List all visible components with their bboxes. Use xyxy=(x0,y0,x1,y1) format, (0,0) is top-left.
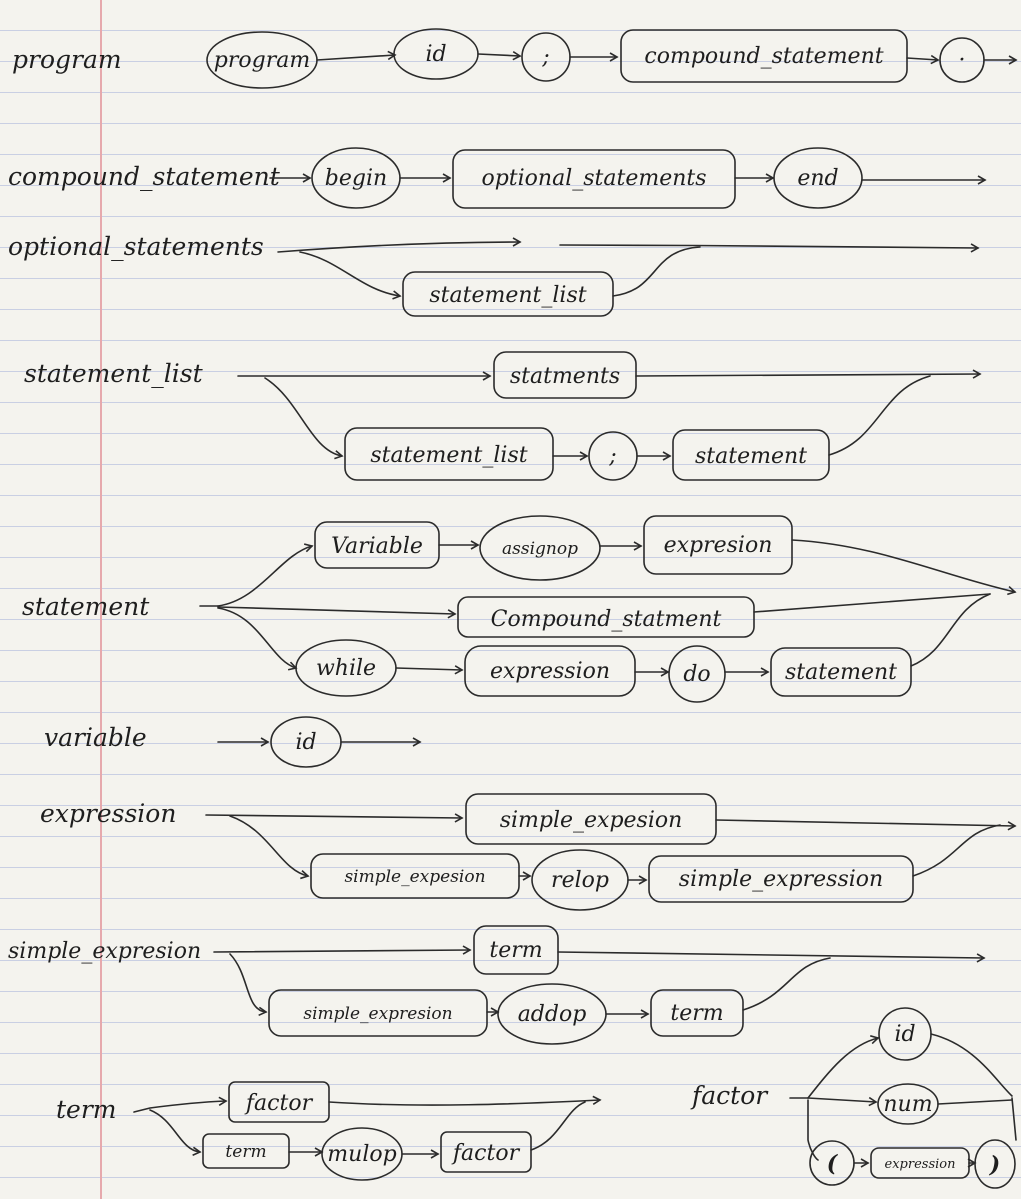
compound-begin-label: begin xyxy=(325,166,387,191)
simple-expression-term2-node xyxy=(650,989,744,1037)
variable-id-label: id xyxy=(295,730,316,755)
statement-while-label: while xyxy=(316,656,376,681)
statement-assignop-label: assignop xyxy=(502,539,578,559)
statement-list-statments-node xyxy=(493,351,637,399)
statement-while-expression-node xyxy=(464,645,636,697)
statement-while-statement-label: statement xyxy=(785,660,897,685)
term-factor2-node xyxy=(440,1131,532,1173)
expression-relop-label: relop xyxy=(551,868,609,893)
term-term-label: term xyxy=(225,1142,266,1162)
simple-expression-term-node xyxy=(473,925,559,975)
statement-do-node xyxy=(668,645,726,703)
statement-list-statments-label: statments xyxy=(510,364,620,389)
simple-expression-term2-label: term xyxy=(670,1001,723,1026)
factor-num-label: num xyxy=(883,1092,932,1117)
program-compound-label: compound_statement xyxy=(644,44,883,69)
program-semicolon-label: ; xyxy=(541,45,549,70)
expression-simple-right-node xyxy=(648,855,914,903)
expression-simple-right-label: simple_expression xyxy=(679,867,883,892)
expression-simple-left-label: simple_expesion xyxy=(344,867,485,887)
statement-list-semicolon-label: ; xyxy=(608,444,616,469)
rule-label-term: term xyxy=(56,1095,117,1124)
statement-while-statement-node xyxy=(770,647,912,697)
statement-list-recursive-label: statement_list xyxy=(370,443,527,468)
simple-expression-addop-label: addop xyxy=(518,1002,587,1027)
optional-statement-list-node xyxy=(402,271,614,317)
rule-label-optional-statements: optional_statements xyxy=(8,232,264,261)
rule-label-factor: factor xyxy=(690,1081,769,1110)
statement-list-statement-label: statement xyxy=(695,444,807,469)
rule-label-simple-expression: simple_expresion xyxy=(8,939,201,964)
compound-optional-label: optional_statements xyxy=(481,166,706,191)
statement-assignop-node xyxy=(479,515,601,581)
statement-list-recursive-node xyxy=(344,427,554,481)
simple-expression-recursive-label: simple_expresion xyxy=(303,1004,452,1024)
program-id-label: id xyxy=(425,42,446,67)
expression-simple-label: simple_expesion xyxy=(500,808,683,833)
factor-lparen-label: ( xyxy=(827,1151,839,1177)
factor-rparen-node xyxy=(974,1139,1016,1189)
program-keyword-label: program xyxy=(214,48,310,73)
statement-expression-node xyxy=(643,515,793,575)
term-factor-label: factor xyxy=(244,1091,314,1116)
statement-while-expression-label: expression xyxy=(490,659,610,684)
term-mulop-label: mulop xyxy=(327,1142,396,1167)
compound-end-node xyxy=(773,147,863,209)
rule-label-variable: variable xyxy=(44,723,147,752)
factor-rparen-label: ) xyxy=(989,1152,1000,1178)
statement-variable-label: Variable xyxy=(331,534,423,559)
statement-compound-label: Compound_statment xyxy=(491,607,722,632)
rule-label-statement-list: statement_list xyxy=(24,359,204,388)
compound-optional-node xyxy=(452,149,736,209)
term-factor2-label: factor xyxy=(451,1141,521,1166)
simple-expression-term-label: term xyxy=(489,938,542,963)
rule-label-program: program xyxy=(12,45,122,74)
statement-expression-label: expresion xyxy=(664,533,773,558)
expression-simple-node xyxy=(465,793,717,845)
rule-label-statement: statement xyxy=(22,592,150,621)
statement-do-label: do xyxy=(683,662,710,687)
rule-label-compound-statement: compound_statement xyxy=(8,162,281,191)
term-term-node xyxy=(202,1133,290,1169)
margin-line xyxy=(100,0,102,1199)
compound-end-label: end xyxy=(797,166,838,191)
optional-statement-list-label: statement_list xyxy=(429,283,586,308)
rule-label-expression: expression xyxy=(40,799,176,828)
statement-compound-node xyxy=(457,596,755,638)
factor-id-label: id xyxy=(894,1022,915,1047)
program-compound-node xyxy=(620,29,908,83)
simple-expression-recursive-node xyxy=(268,989,488,1037)
program-dot-label: · xyxy=(959,48,966,73)
factor-expression-label: expression xyxy=(885,1157,956,1172)
